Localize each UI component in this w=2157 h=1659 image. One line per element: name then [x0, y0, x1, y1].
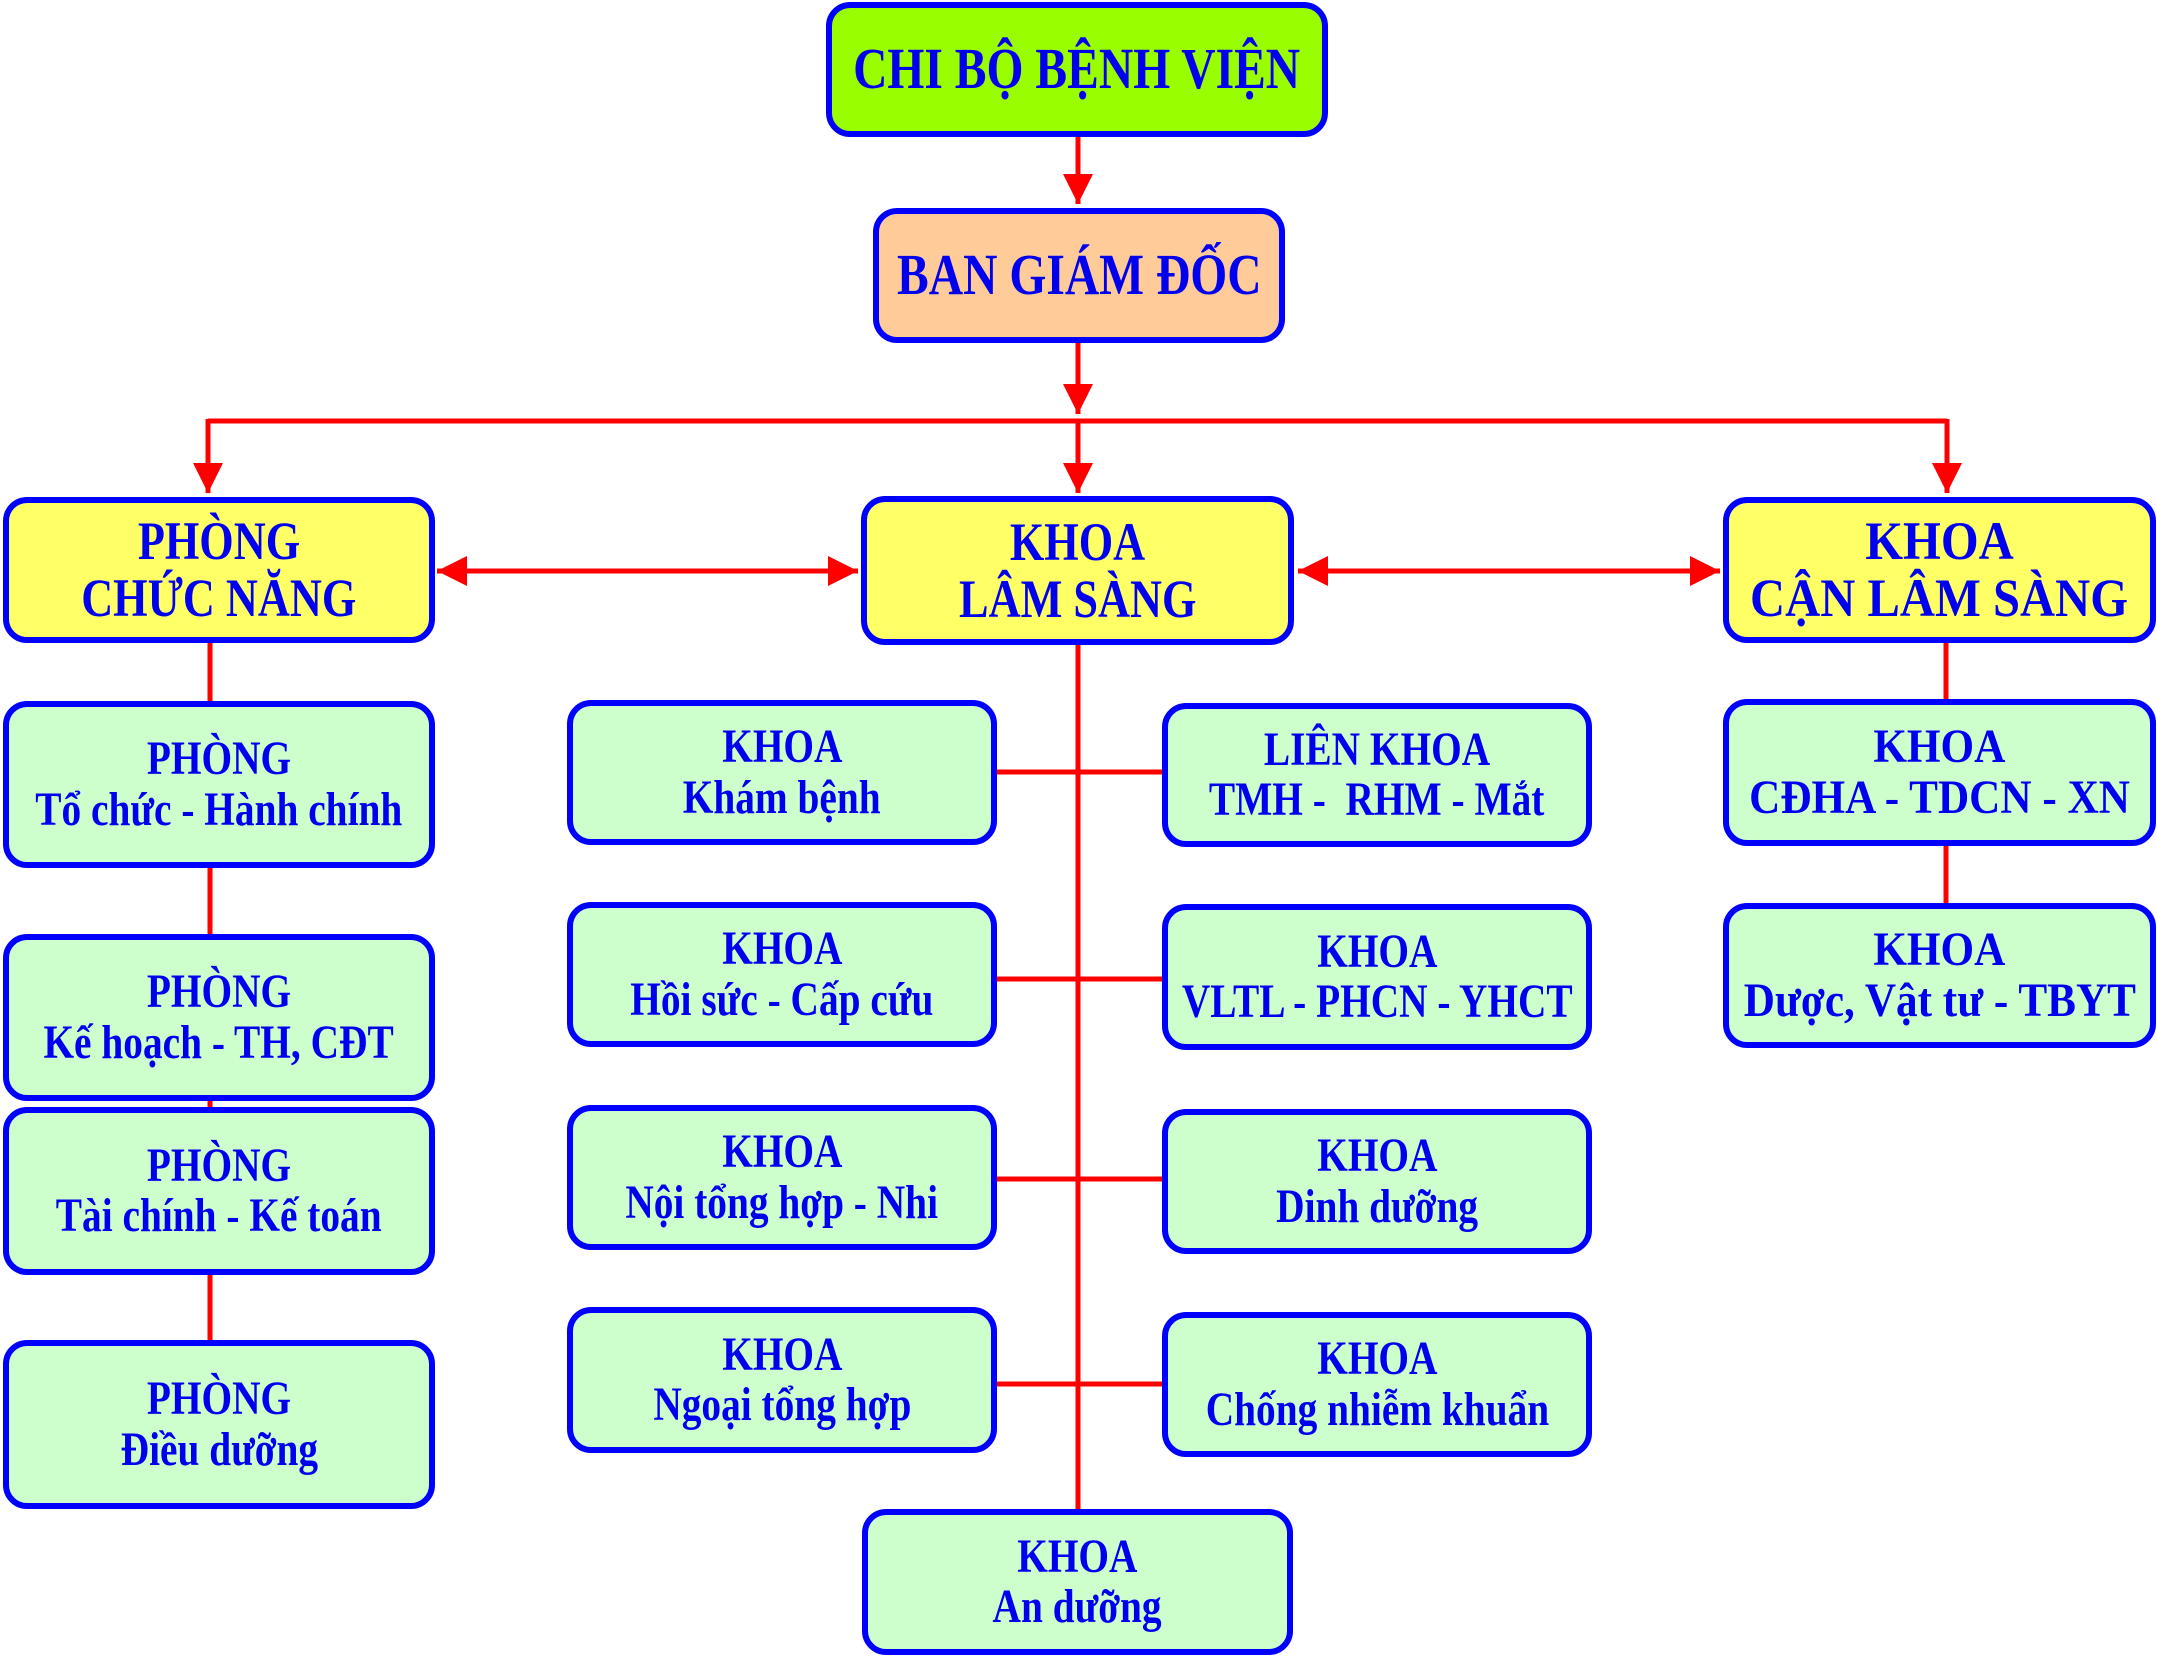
box-line: KHOA — [721, 1125, 843, 1179]
box-line: KHOA — [1316, 1332, 1438, 1386]
box-line: PHÒNG — [146, 965, 292, 1019]
box-line: Hồi sức - Cấp cứu — [630, 972, 934, 1026]
functional-unit-box: PHÒNG Điều dưỡng — [3, 1340, 435, 1509]
box-line: KHOA — [721, 720, 843, 774]
box-line: KHOA — [1873, 720, 2006, 774]
box-line: CẬN LÂM SÀNG — [1750, 568, 2129, 628]
functional-unit-box: PHÒNG Tài chính - Kế toán — [3, 1107, 435, 1275]
clinical-unit-box: KHOA An dưỡng — [862, 1509, 1293, 1655]
box-line: CHỨC NĂNG — [81, 568, 357, 628]
box-line: Chống nhiễm khuẩn — [1205, 1382, 1549, 1436]
box-line: Điều dưỡng — [120, 1422, 318, 1476]
functional-departments-box: PHÒNG CHỨC NĂNG — [3, 497, 435, 643]
clinical-unit-box: KHOA Nội tổng hợp - Nhi — [567, 1105, 997, 1250]
functional-unit-box: PHÒNG Kế hoạch - TH, CĐT — [3, 934, 435, 1101]
box-line: Kế hoạch - TH, CĐT — [43, 1015, 395, 1069]
box-line: KHOA — [1316, 924, 1438, 978]
box-line: CHI BỘ BỆNH VIỆN — [853, 36, 1301, 102]
clinical-unit-box: KHOA Hồi sức - Cấp cứu — [567, 902, 997, 1047]
box-line: An dưỡng — [992, 1580, 1163, 1633]
paraclinical-departments-box: KHOA CẬN LÂM SÀNG — [1723, 497, 2156, 643]
box-line: BAN GIÁM ĐỐC — [896, 242, 1262, 308]
box-line: LÂM SÀNG — [958, 568, 1197, 629]
box-line: KHOA — [1865, 511, 2014, 572]
clinical-unit-box: KHOA VLTL - PHCN - YHCT — [1162, 904, 1592, 1050]
board-of-directors-box: BAN GIÁM ĐỐC — [873, 208, 1285, 343]
box-line: KHOA — [1316, 1129, 1438, 1183]
paraclinical-unit-box: KHOA Dược, Vật tư - TBYT — [1723, 903, 2156, 1048]
box-line: KHOA — [721, 1327, 843, 1381]
box-line: Ngoại tổng hợp — [652, 1378, 912, 1431]
clinical-unit-box: KHOA Dinh dưỡng — [1162, 1109, 1592, 1254]
box-line: Nội tổng hợp - Nhi — [625, 1175, 939, 1229]
box-line: PHÒNG — [146, 1138, 292, 1192]
clinical-departments-box: KHOA LÂM SÀNG — [861, 496, 1294, 645]
box-line: Dược, Vật tư - TBYT — [1743, 973, 2136, 1027]
box-line: KHOA — [1009, 511, 1146, 572]
box-line: Tài chính - Kế toán — [56, 1189, 382, 1242]
functional-unit-box: PHÒNG Tổ chức - Hành chính — [3, 701, 435, 868]
box-line: KHOA — [1017, 1529, 1138, 1583]
box-line: Dinh dưỡng — [1276, 1179, 1478, 1233]
clinical-unit-box: LIÊN KHOA TMH - RHM - Mắt — [1162, 703, 1592, 847]
box-line: VLTL - PHCN - YHCT — [1181, 975, 1573, 1028]
box-line: PHÒNG — [146, 732, 292, 786]
party-cell-box: CHI BỘ BỆNH VIỆN — [826, 2, 1328, 137]
box-line: PHÒNG — [137, 511, 301, 572]
box-line: PHÒNG — [146, 1372, 292, 1426]
box-line: KHOA — [721, 922, 843, 976]
clinical-unit-box: KHOA Chống nhiễm khuẩn — [1162, 1312, 1592, 1457]
box-line: TMH - RHM - Mắt — [1209, 773, 1545, 826]
clinical-unit-box: KHOA Ngoại tổng hợp — [567, 1307, 997, 1453]
box-line: CĐHA - TDCN - XN — [1749, 770, 2130, 824]
paraclinical-unit-box: KHOA CĐHA - TDCN - XN — [1723, 699, 2156, 846]
clinical-unit-box: KHOA Khám bệnh — [567, 700, 997, 845]
box-line: Tổ chức - Hành chính — [35, 782, 403, 836]
box-line: Khám bệnh — [683, 770, 881, 824]
box-line: LIÊN KHOA — [1263, 722, 1491, 776]
box-line: KHOA — [1873, 923, 2006, 977]
